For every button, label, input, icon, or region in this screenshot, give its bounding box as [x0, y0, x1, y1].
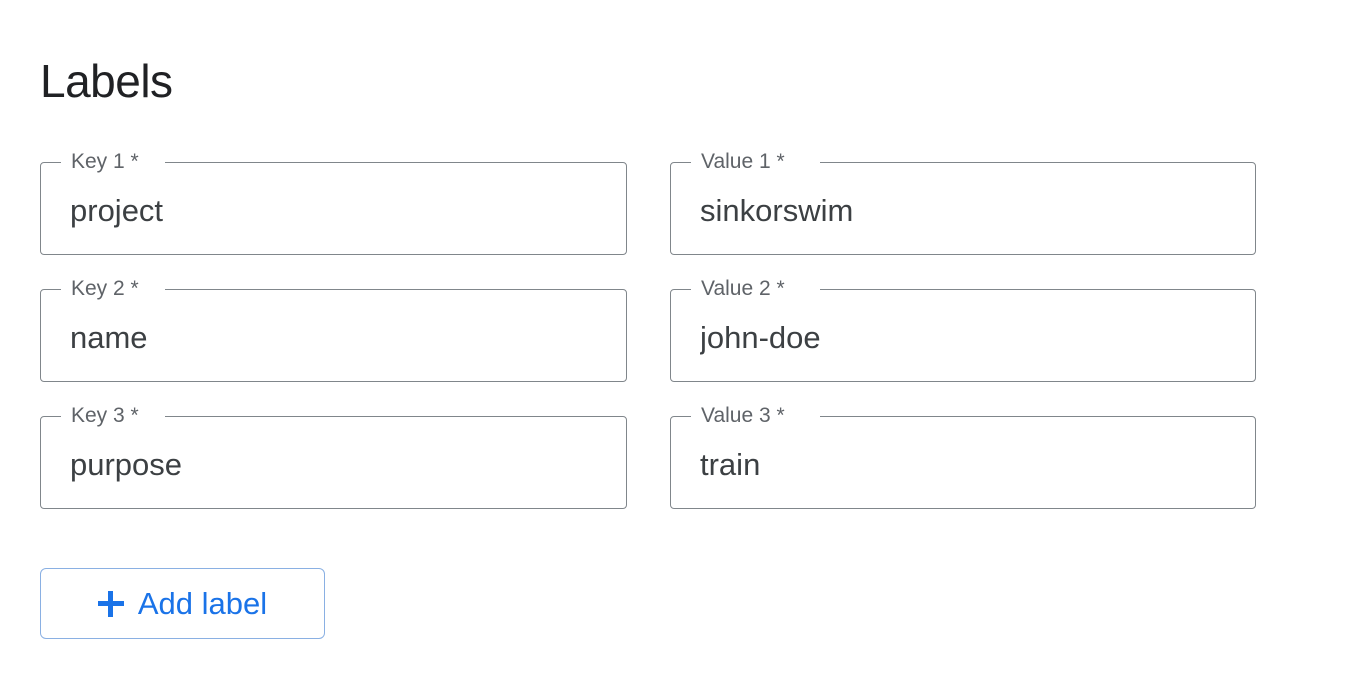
value-field-3-label: Value 3 *: [701, 404, 785, 427]
label-row: Key 3 * Value 3 *: [40, 405, 1256, 509]
key-field-2[interactable]: Key 2 *: [40, 278, 627, 382]
value-field-3[interactable]: Value 3 *: [670, 405, 1256, 509]
key-field-1-input[interactable]: [40, 188, 627, 234]
plus-icon: [97, 590, 124, 617]
value-field-1-label: Value 1 *: [701, 150, 785, 173]
value-field-2-input[interactable]: [670, 315, 1256, 361]
key-field-3[interactable]: Key 3 *: [40, 405, 627, 509]
value-field-2[interactable]: Value 2 *: [670, 278, 1256, 382]
value-field-3-input[interactable]: [670, 442, 1256, 488]
label-row: Key 1 * Value 1 *: [40, 151, 1256, 255]
value-field-1[interactable]: Value 1 *: [670, 151, 1256, 255]
label-row: Key 2 * Value 2 *: [40, 278, 1256, 382]
key-field-3-input[interactable]: [40, 442, 627, 488]
key-field-1-label: Key 1 *: [71, 150, 139, 173]
add-label-button-label: Add label: [137, 585, 268, 621]
add-label-button[interactable]: Add label: [40, 568, 325, 639]
key-field-3-label: Key 3 *: [71, 404, 139, 427]
labels-form: Key 1 * Value 1 * Key 2 *: [40, 151, 1256, 543]
page-title: Labels: [40, 54, 173, 107]
key-field-2-input[interactable]: [40, 315, 627, 361]
key-field-2-label: Key 2 *: [71, 277, 139, 300]
value-field-2-label: Value 2 *: [701, 277, 785, 300]
value-field-1-input[interactable]: [670, 188, 1256, 234]
key-field-1[interactable]: Key 1 *: [40, 151, 627, 255]
